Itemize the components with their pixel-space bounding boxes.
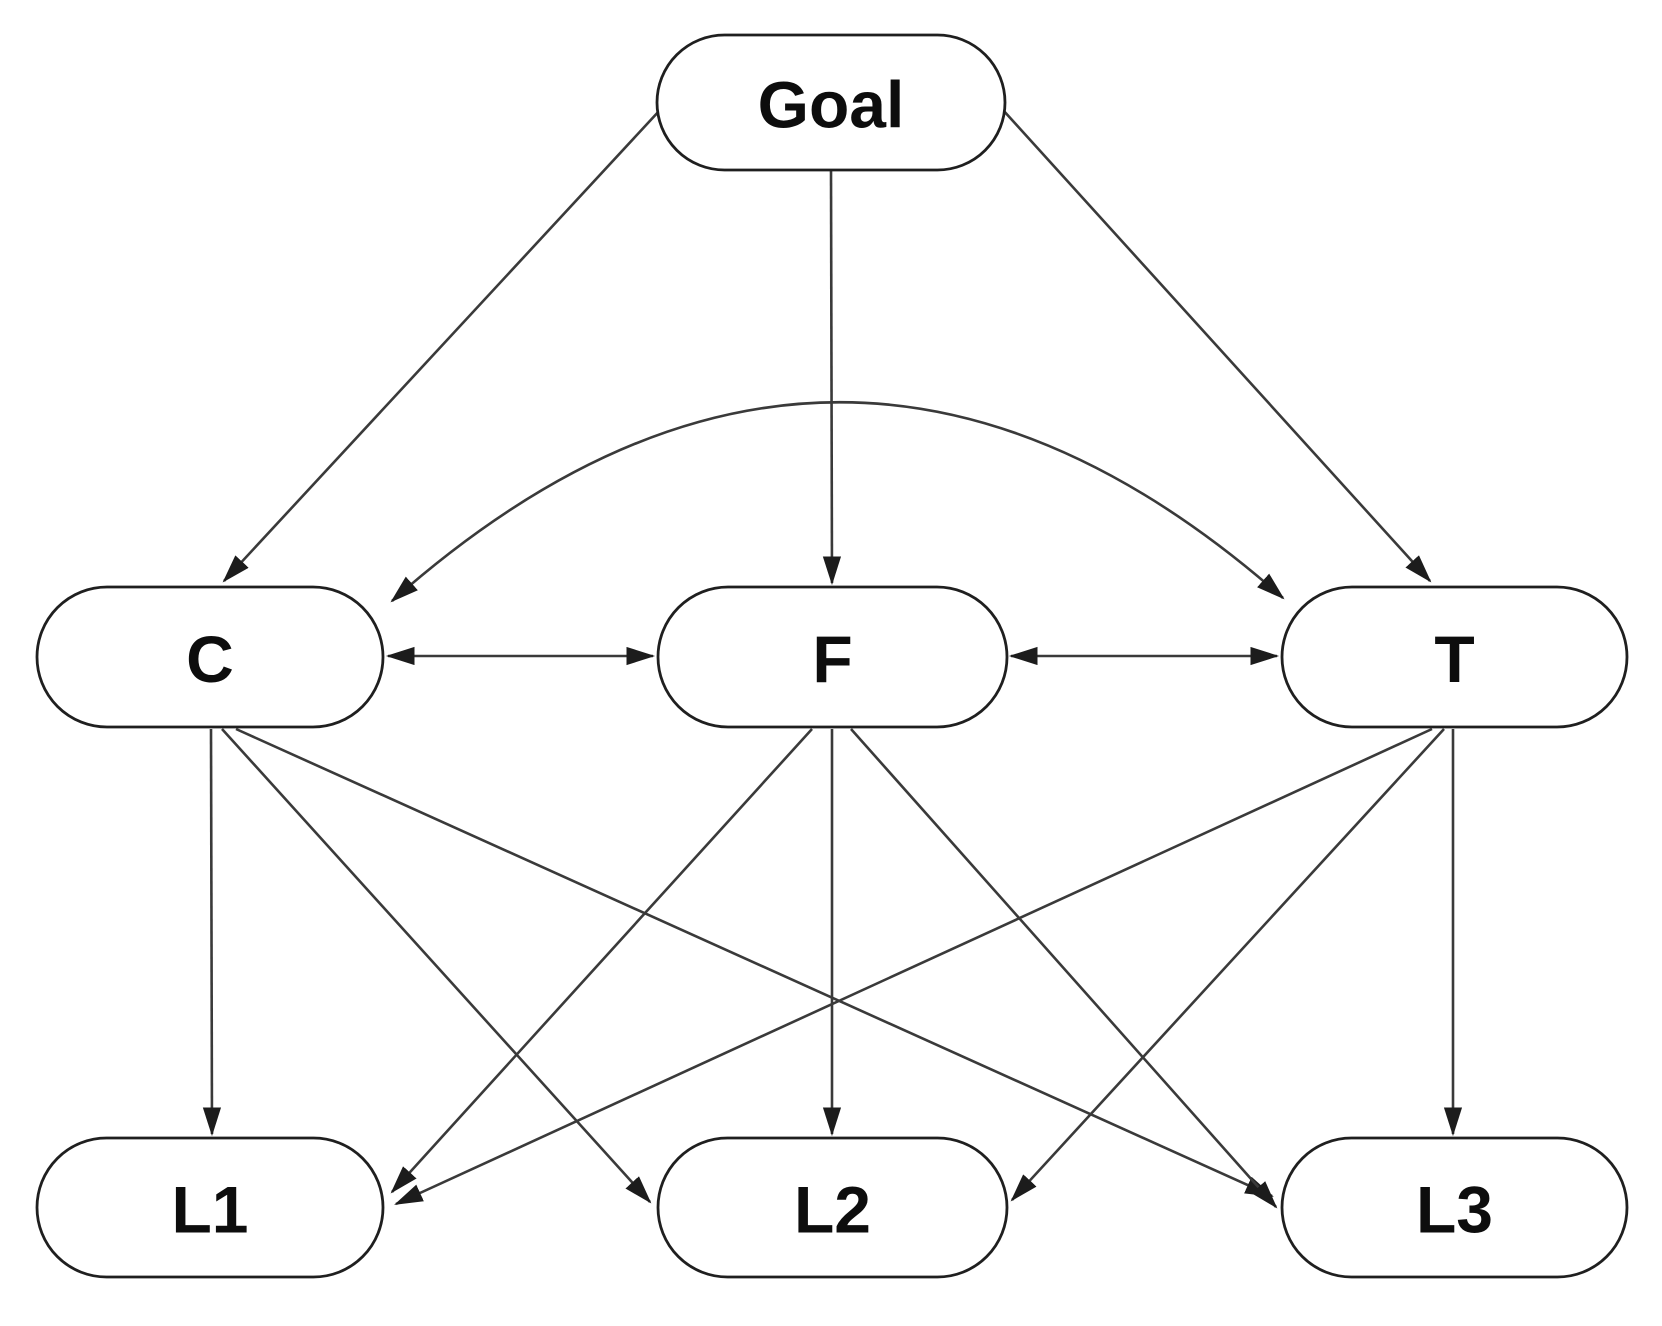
- node-l3: L3: [1280, 1136, 1629, 1279]
- edge-c-l3-arrow: [235, 727, 1274, 1198]
- node-c: C: [35, 585, 385, 729]
- node-t-shape: [1280, 585, 1629, 729]
- node-t: T: [1280, 585, 1629, 729]
- node-goal-label: Goal: [758, 68, 905, 142]
- edge-goal-f-arrow: [822, 170, 842, 586]
- node-l2: L2: [656, 1136, 1009, 1279]
- edge-c-t-arc-arrow: [390, 400, 1285, 603]
- node-l2-label: L2: [794, 1173, 871, 1247]
- node-l1: L1: [35, 1136, 385, 1279]
- edges-layer: [202, 109, 1463, 1209]
- node-f: F: [656, 585, 1009, 729]
- node-f-shape: [656, 585, 1009, 729]
- edge-f-l1-arrow: [390, 728, 813, 1194]
- edge-f-l3-arrow: [850, 728, 1278, 1209]
- node-t-label: T: [1434, 622, 1474, 696]
- node-l3-label: L3: [1416, 1173, 1493, 1247]
- node-l2-shape: [656, 1136, 1009, 1279]
- node-f-label: F: [812, 622, 852, 696]
- node-goal: Goal: [655, 33, 1007, 172]
- node-c-shape: [35, 585, 385, 729]
- edge-c-l2-arrow: [221, 728, 652, 1204]
- node-c-label: C: [186, 622, 234, 696]
- edge-goal-t-arrow: [1002, 109, 1432, 583]
- edge-t-l2-arrow: [1010, 728, 1445, 1202]
- node-goal-shape: [655, 33, 1007, 172]
- node-l3-shape: [1280, 1136, 1629, 1279]
- edge-t-l1-arrow: [394, 727, 1433, 1206]
- edge-goal-c-arrow: [222, 109, 661, 583]
- edge-c-l1-arrow: [202, 728, 222, 1137]
- node-l1-shape: [35, 1136, 385, 1279]
- node-l1-label: L1: [171, 1173, 248, 1247]
